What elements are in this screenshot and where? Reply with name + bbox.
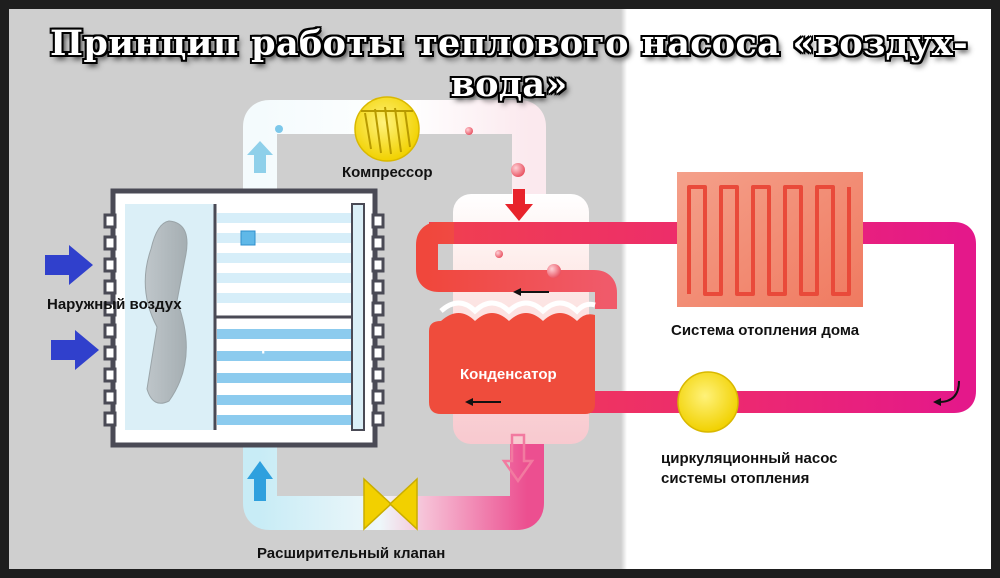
flow-left-arrow-icon	[513, 288, 549, 296]
refrigerant-droplet	[547, 264, 561, 278]
refrigerant-pipe-bottom	[243, 429, 544, 530]
fan-icon	[144, 220, 188, 404]
evaporator-label: Испаритель	[222, 337, 318, 354]
circulation-pump-label-line2: системы отопления	[661, 470, 810, 487]
condenser-liquid	[429, 313, 595, 414]
condenser-label: Конденсатор	[460, 366, 557, 383]
ice-crystal-icon	[240, 230, 256, 246]
housing-ribs-right	[371, 213, 385, 427]
compressor-icon	[354, 96, 420, 162]
flow-up-arrow-icon	[247, 141, 273, 173]
flow-down-outline-arrow-icon	[501, 433, 535, 484]
condenser-coil	[416, 222, 617, 309]
evaporator-stripes-top	[217, 213, 352, 303]
compressor-label: Компрессор	[342, 164, 433, 181]
circulation-pump-label: циркуляционный насос системы отопления	[661, 449, 838, 489]
condenser-foam	[439, 300, 596, 315]
refrigerant-droplet	[511, 163, 525, 177]
page-title: Принцип работы теплового насоса «воздух-…	[50, 23, 968, 105]
evaporator-stripes-bottom	[217, 329, 352, 425]
outside-air-label: Наружный воздух	[47, 296, 182, 313]
housing-ribs-left	[103, 213, 117, 427]
heat-pump-diagram	[45, 96, 976, 531]
refrigerant-droplet	[465, 127, 473, 135]
flow-return-arrow-icon	[933, 380, 960, 406]
air-inlet-arrow-icon	[51, 330, 99, 370]
expansion-valve-icon	[363, 477, 418, 531]
heating-loop-pipe	[429, 222, 976, 413]
expansion-valve-label: Расширительный клапан	[257, 545, 446, 562]
flow-left-arrow-icon	[465, 398, 501, 406]
circulation-pump-label-line1: циркуляционный насос	[661, 450, 838, 467]
radiator-coil	[687, 185, 851, 296]
refrigerant-droplet	[275, 125, 283, 133]
flow-down-arrow-icon	[505, 189, 533, 221]
circulation-pump-icon	[677, 371, 739, 433]
heating-system-label: Система отопления дома	[671, 322, 860, 339]
air-inlet-arrow-icon	[45, 245, 93, 285]
flow-up-arrow-icon	[247, 461, 273, 501]
refrigerant-droplet	[495, 250, 503, 258]
